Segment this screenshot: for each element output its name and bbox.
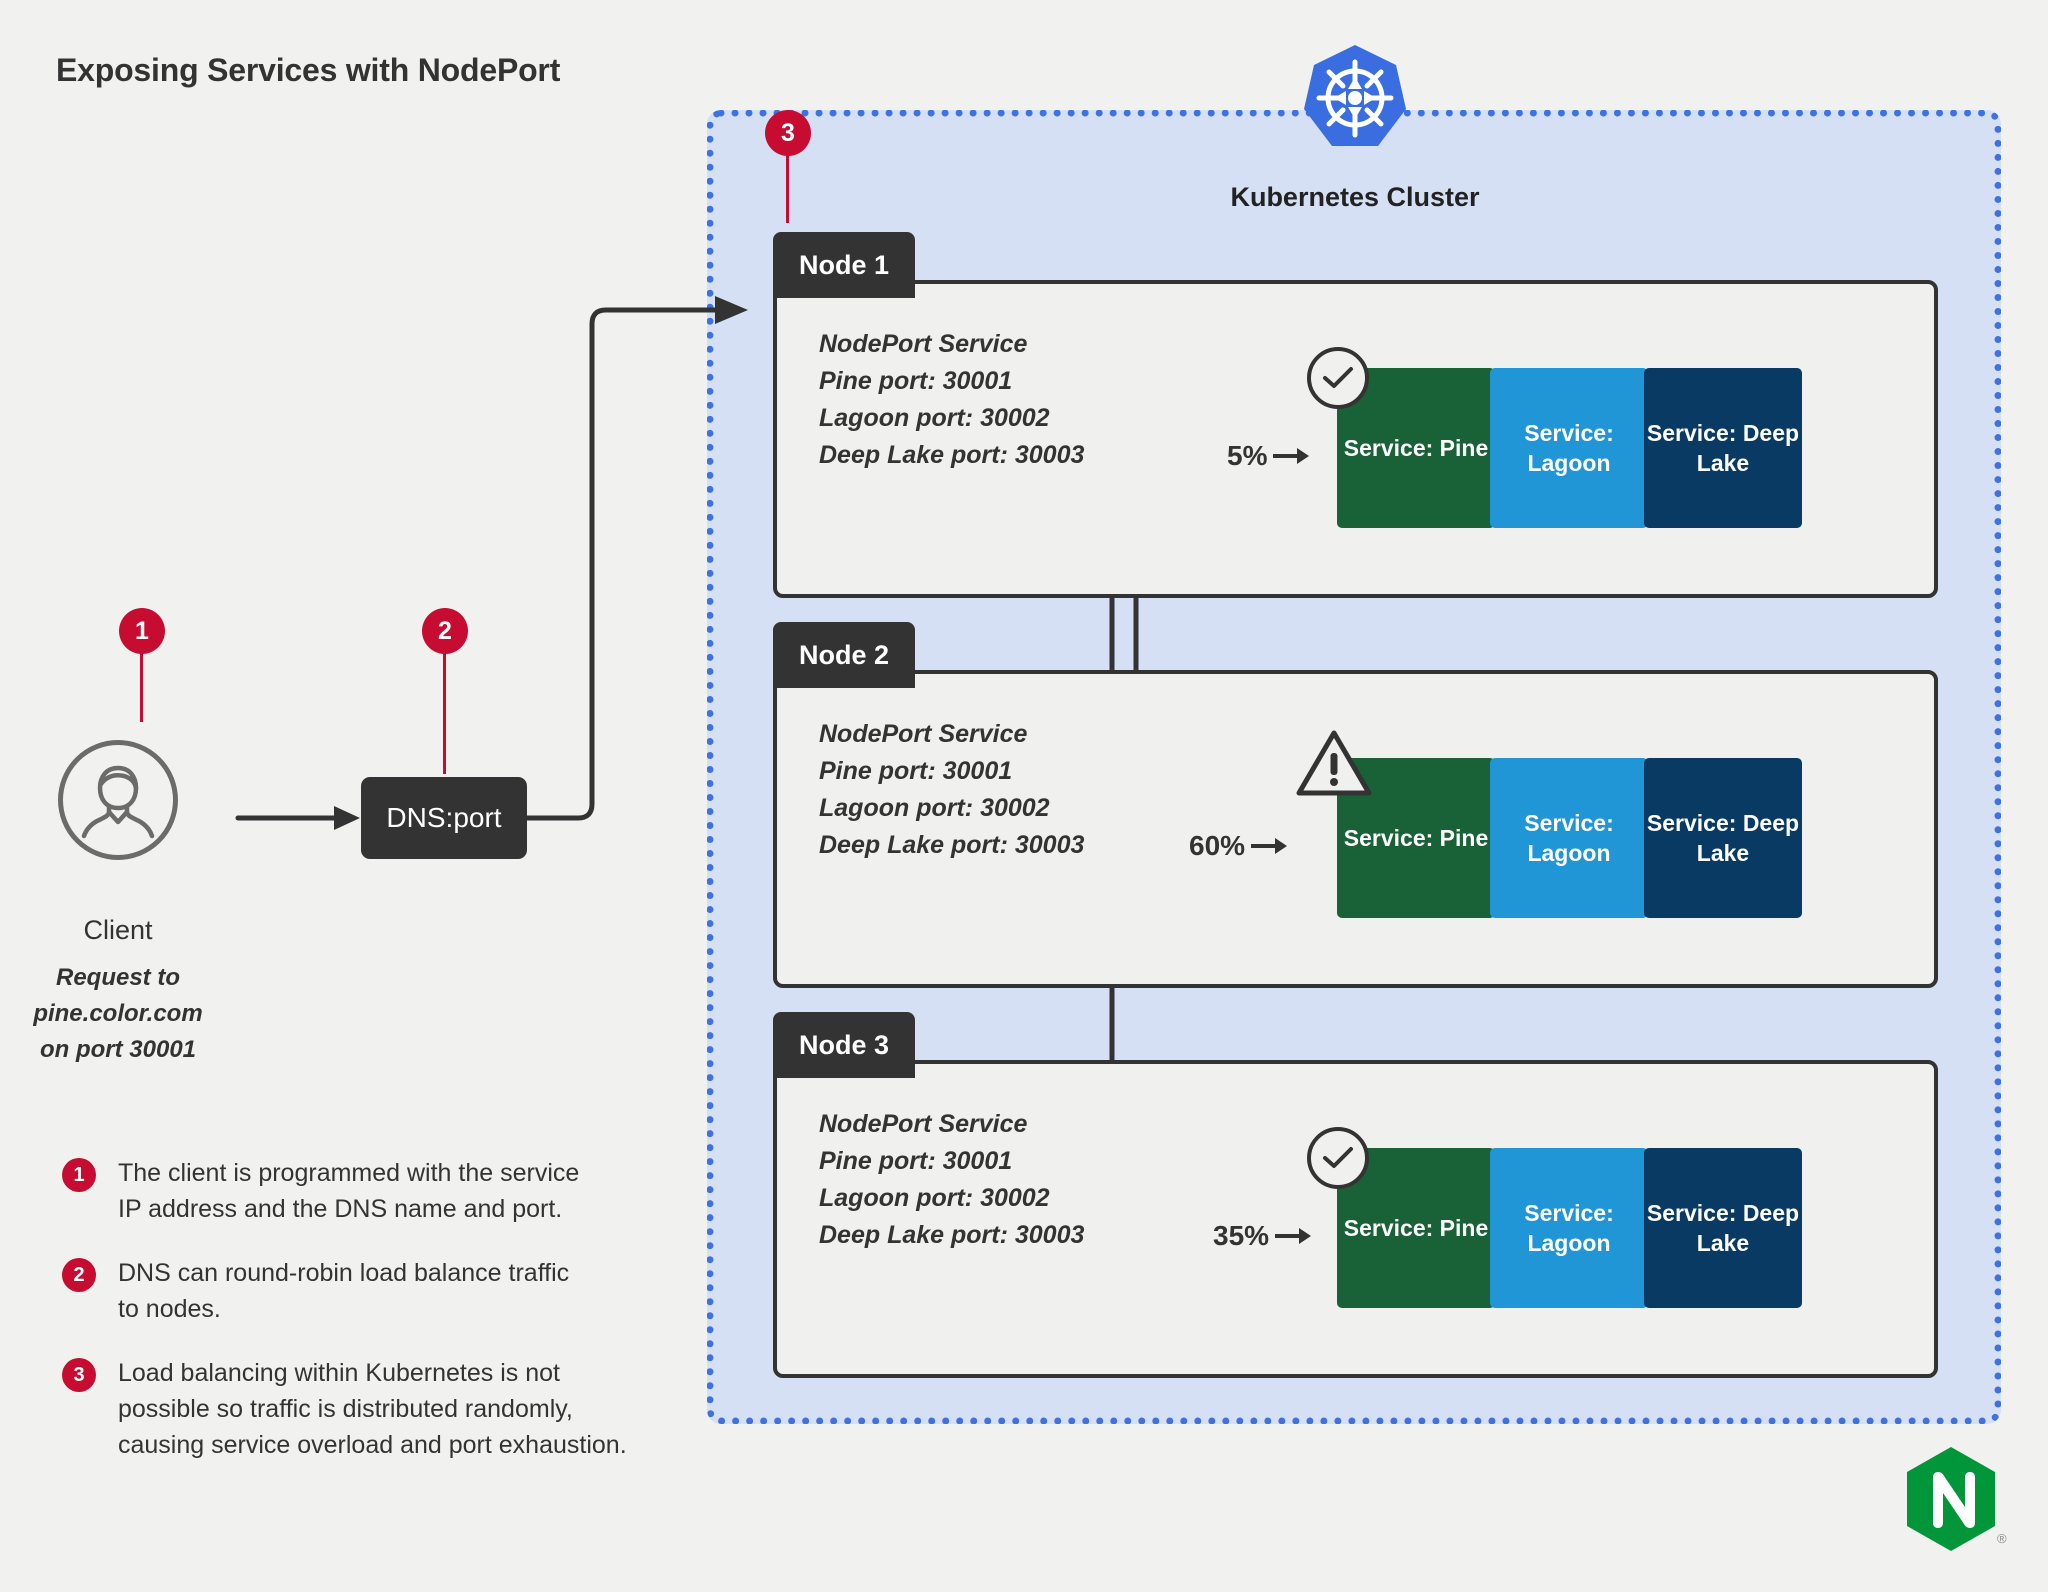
- legend-item-2: 2 DNS can round-robin load balance traff…: [62, 1255, 702, 1327]
- legend-text-1: The client is programmed with the servic…: [118, 1159, 580, 1223]
- dns-port-label: DNS:port: [386, 802, 502, 833]
- traffic-pct-node-1: 5%: [1227, 440, 1310, 472]
- legend-item-3: 3 Load balancing within Kubernetes is no…: [62, 1355, 702, 1463]
- arrow-right-icon: [1273, 448, 1310, 464]
- check-circle-icon-node-1: [1307, 347, 1369, 409]
- check-circle-icon-node-3: [1307, 1127, 1369, 1189]
- traffic-pct-node-3-value: 35%: [1213, 1220, 1270, 1251]
- client-request-note: Request to pine.color.com on port 30001: [33, 964, 203, 1063]
- legend-num-2: 2: [62, 1258, 96, 1292]
- warning-triangle-icon-node-2: [1296, 729, 1372, 797]
- service-chip-lagoon-node-3[interactable]: Service: Lagoon: [1490, 1148, 1648, 1308]
- legend: 1 The client is programmed with the serv…: [62, 1155, 702, 1491]
- traffic-pct-node-2: 60%: [1189, 830, 1288, 862]
- nginx-logo: [1903, 1445, 1999, 1553]
- marker-1-stem: [140, 650, 143, 722]
- node-1-nodeport-info: NodePort Service Pine port: 30001 Lagoon…: [819, 330, 1085, 469]
- marker-1: 1: [119, 608, 165, 654]
- traffic-pct-node-2-value: 60%: [1189, 830, 1246, 861]
- service-chip-deep-lake-node-1[interactable]: Service: Deep Lake: [1644, 368, 1802, 528]
- legend-item-1: 1 The client is programmed with the serv…: [62, 1155, 702, 1227]
- marker-2-stem: [443, 650, 446, 774]
- marker-3-stem: [786, 155, 789, 223]
- node-1-label: Node 1: [799, 249, 890, 280]
- service-chip-lagoon-node-2[interactable]: Service: Lagoon: [1490, 758, 1648, 918]
- node-2-nodeport-info: NodePort Service Pine port: 30001 Lagoon…: [819, 720, 1085, 859]
- marker-2: 2: [422, 608, 468, 654]
- legend-text-3: Load balancing within Kubernetes is not …: [118, 1359, 627, 1459]
- arrow-right-icon: [1275, 1228, 1312, 1244]
- traffic-pct-node-3: 35%: [1213, 1220, 1312, 1252]
- service-chip-lagoon-node-1[interactable]: Service: Lagoon: [1490, 368, 1648, 528]
- legend-num-3: 3: [62, 1358, 96, 1392]
- page-title: Exposing Services with NodePort: [56, 52, 561, 88]
- service-chip-deep-lake-node-2[interactable]: Service: Deep Lake: [1644, 758, 1802, 918]
- marker-3: 3: [765, 110, 811, 156]
- traffic-pct-node-1-value: 5%: [1227, 440, 1268, 471]
- kubernetes-helm-icon: [1300, 42, 1410, 154]
- person-icon: [81, 765, 155, 839]
- node-1-tag: Node 1: [773, 232, 916, 298]
- node-2-tag: Node 2: [773, 622, 916, 688]
- node-3-label: Node 3: [799, 1029, 890, 1060]
- registered-trademark-mark: ®: [1997, 1531, 2007, 1546]
- service-chip-deep-lake-node-3[interactable]: Service: Deep Lake: [1644, 1148, 1802, 1308]
- arrow-right-icon: [1251, 838, 1288, 854]
- legend-text-2: DNS can round-robin load balance traffic…: [118, 1259, 570, 1323]
- node-2-label: Node 2: [799, 639, 890, 670]
- client-label: Client: [83, 915, 153, 945]
- node-3-tag: Node 3: [773, 1012, 916, 1078]
- cluster-title: Kubernetes Cluster: [1230, 182, 1480, 212]
- node-3-nodeport-info: NodePort Service Pine port: 30001 Lagoon…: [819, 1110, 1085, 1249]
- dns-port-box[interactable]: DNS:port: [361, 777, 527, 859]
- legend-num-1: 1: [62, 1158, 96, 1192]
- client-avatar: [58, 740, 178, 860]
- service-chip-pine-node-2[interactable]: Service: Pine: [1337, 758, 1495, 918]
